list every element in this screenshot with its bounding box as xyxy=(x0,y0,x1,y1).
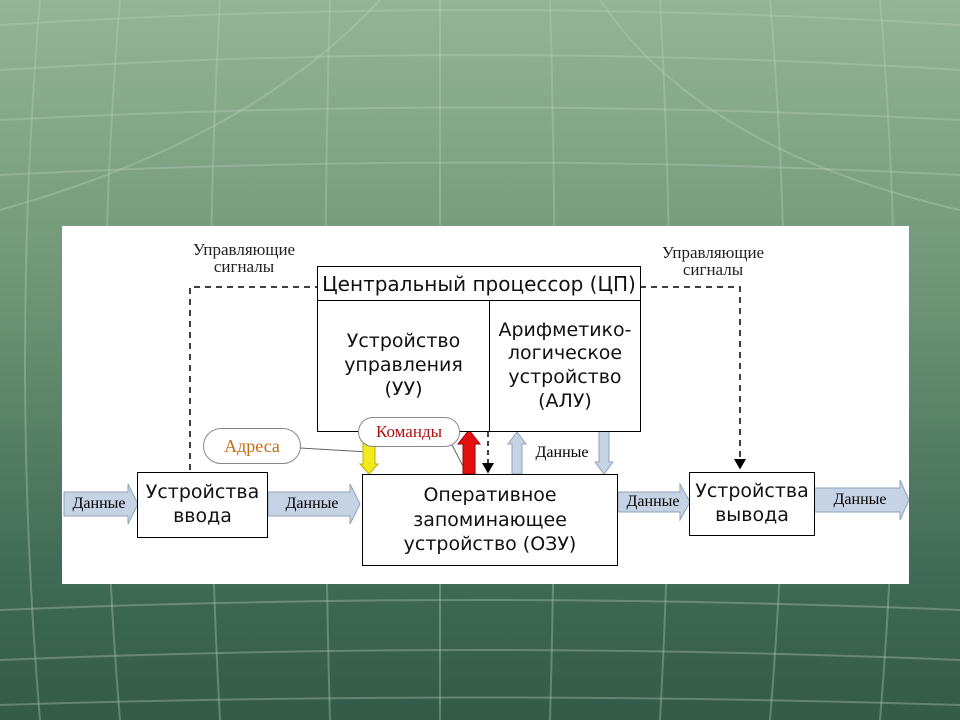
ram-line-3: устройство (ОЗУ) xyxy=(403,533,577,556)
ram-box: Оперативное запоминающее устройство (ОЗУ… xyxy=(362,474,618,566)
control-signals-right-label: Управляющие сигналы xyxy=(643,244,783,278)
alu-data-arrow-down xyxy=(594,429,614,475)
command-arrow xyxy=(456,429,482,475)
input-device-box: Устройства ввода xyxy=(137,472,268,538)
alu-line-4: (АЛУ) xyxy=(538,389,592,412)
data-label-out: Данные xyxy=(833,491,887,508)
data-label-input-ram: Данные xyxy=(285,495,339,512)
ram-line-1: Оперативное xyxy=(423,483,557,506)
control-signals-left-line-2: сигналы xyxy=(213,257,275,276)
diagram-connectors xyxy=(63,286,909,525)
data-label-in: Данные xyxy=(72,495,126,512)
control-line-left xyxy=(189,286,317,470)
alu-box: Арифметико- логическое устройство (АЛУ) xyxy=(489,300,641,432)
control-unit-line-1: Устройство xyxy=(346,330,461,353)
control-unit-box: Устройство управления (УУ) xyxy=(317,300,490,432)
input-device-line-1: Устройства xyxy=(145,481,260,504)
alu-line-1: Арифметико- xyxy=(498,318,632,341)
ram-line-2: запоминающее xyxy=(413,508,567,531)
control-unit-line-2: управления xyxy=(344,354,463,377)
output-device-line-2: вывода xyxy=(715,504,789,526)
addresses-leader xyxy=(299,447,369,453)
data-arrow-in xyxy=(63,483,139,525)
control-signals-left-line-1: Управляющие xyxy=(192,240,296,259)
data-label-alu: Данные xyxy=(535,444,589,461)
data-label-ram-output: Данные xyxy=(626,493,680,510)
commands-label: Команды xyxy=(358,417,460,447)
cpu-title-box: Центральный процессор (ЦП) xyxy=(317,266,641,301)
control-signals-left-label: Управляющие сигналы xyxy=(174,241,314,275)
cpu-title: Центральный процессор (ЦП) xyxy=(322,271,636,296)
addresses-label: Адреса xyxy=(203,428,301,464)
data-arrow-out xyxy=(813,479,909,521)
control-signals-right-line-1: Управляющие xyxy=(661,243,765,262)
control-signals-right-line-2: сигналы xyxy=(682,260,744,279)
alu-line-3: устройство xyxy=(508,366,622,388)
alu-data-arrow-up xyxy=(507,431,527,475)
output-device-line-1: Устройства xyxy=(695,480,809,503)
control-line-right xyxy=(640,286,746,470)
output-device-box: Устройства вывода xyxy=(689,472,815,536)
addresses-text: Адреса xyxy=(224,435,280,456)
diagram-panel: Центральный процессор (ЦП) Устройство уп… xyxy=(62,226,909,584)
data-arrow-input-ram xyxy=(267,483,361,525)
commands-text: Команды xyxy=(375,422,443,441)
data-arrow-ram-output xyxy=(617,482,691,522)
input-device-line-2: ввода xyxy=(173,505,232,527)
alu-line-2: логическое xyxy=(507,342,623,365)
control-unit-line-3: (УУ) xyxy=(384,377,423,400)
